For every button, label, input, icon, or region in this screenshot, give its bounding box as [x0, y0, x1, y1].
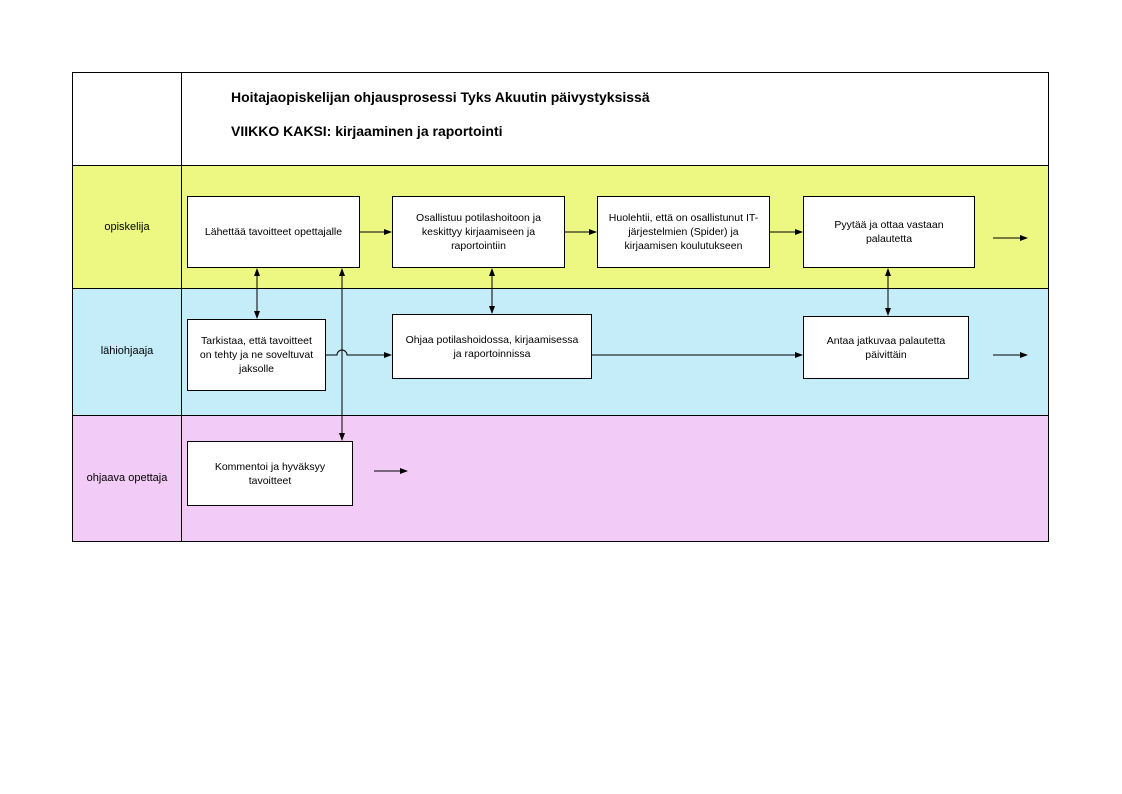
- lane-label-mentor: lähiohjaaja: [100, 345, 154, 357]
- diagram-subtitle: VIIKKO KAKSI: kirjaaminen ja raportointi: [231, 123, 503, 139]
- step-approve-goals: Kommentoi ja hyväksyy tavoitteet: [187, 441, 353, 506]
- step-guide-care-text: Ohjaa potilashoidossa, kirjaamisessa ja …: [405, 333, 579, 360]
- header-lane: [72, 72, 1049, 166]
- step-participate-care-text: Osallistuu potilashoitoon ja keskittyy k…: [416, 212, 541, 252]
- step-guide-care: Ohjaa potilashoidossa, kirjaamisessa ja …: [392, 314, 592, 379]
- lane-label-divider: [181, 72, 182, 542]
- arrow-m1-m2: [326, 349, 392, 358]
- step-approve-goals-text: Kommentoi ja hyväksyy tavoitteet: [214, 460, 326, 487]
- lane-label-student: opiskelija: [104, 221, 150, 233]
- step-give-feedback: Antaa jatkuvaa palautetta päivittäin: [803, 316, 969, 379]
- step-give-feedback-text: Antaa jatkuvaa palautetta päivittäin: [826, 334, 946, 361]
- lane-label-teacher: ohjaava opettaja: [86, 472, 168, 484]
- step-send-goals: Lähettää tavoitteet opettajalle: [187, 196, 360, 268]
- diagram-title: Hoitajaopiskelijan ohjausprosessi Tyks A…: [231, 89, 650, 105]
- step-request-feedback: Pyytää ja ottaa vastaan palautetta: [803, 196, 975, 268]
- diagram-frame: [72, 72, 1049, 542]
- step-it-training-text: Huolehtii, että on osallistunut IT-järje…: [608, 212, 759, 252]
- step-send-goals-text: Lähettää tavoitteet opettajalle: [204, 226, 343, 238]
- step-request-feedback-text: Pyytää ja ottaa vastaan palautetta: [834, 219, 944, 245]
- step-participate-care: Osallistuu potilashoitoon ja keskittyy k…: [392, 196, 565, 268]
- step-check-goals-text: Tarkistaa, että tavoitteet on tehty ja n…: [199, 335, 314, 375]
- step-check-goals: Tarkistaa, että tavoitteet on tehty ja n…: [187, 319, 326, 391]
- step-it-training: Huolehtii, että on osallistunut IT-järje…: [597, 196, 770, 268]
